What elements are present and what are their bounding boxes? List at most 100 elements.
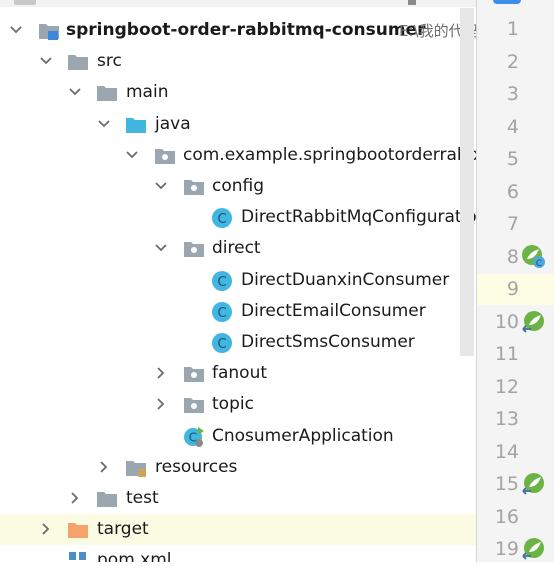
line-number[interactable]: 19: [494, 538, 519, 560]
line-number[interactable]: 16: [494, 506, 519, 528]
chevron-down-icon[interactable]: [8, 22, 24, 38]
tree-row-com-example-springbootorderrabbit[interactable]: com.example.springbootorderrabbit: [0, 140, 476, 171]
tree-item-label: java: [155, 113, 191, 134]
spring-bean-navigate-icon[interactable]: [521, 309, 547, 335]
spring-bean-navigate-icon[interactable]: [521, 471, 547, 497]
svg-text:C: C: [189, 430, 197, 444]
chevron-down-icon[interactable]: [153, 240, 169, 256]
line-number[interactable]: 6: [506, 181, 519, 203]
line-number[interactable]: 5: [506, 148, 519, 170]
spring-bean-config-icon[interactable]: C: [521, 244, 547, 270]
toolbar-action-stub[interactable]: [408, 0, 416, 5]
module-path: E:\我的代码: [399, 22, 476, 40]
tree-row-topic[interactable]: topic: [0, 389, 476, 420]
tree-row-directemailconsumer[interactable]: C DirectEmailConsumer: [0, 296, 476, 327]
chevron-right-icon[interactable]: [67, 490, 83, 506]
package-icon: [183, 238, 205, 260]
package-icon: [183, 394, 205, 416]
source-folder-icon: [125, 114, 147, 136]
tree-item-label: topic: [212, 394, 254, 415]
tree-item-label: resources: [155, 456, 238, 477]
gutter-top-marker: [493, 0, 521, 4]
line-number[interactable]: 8: [506, 246, 519, 268]
svg-text:C: C: [217, 212, 226, 227]
tree-row-java[interactable]: java: [0, 109, 476, 140]
line-number[interactable]: 14: [494, 441, 519, 463]
tree-item-label: test: [126, 488, 159, 508]
tree-item-label: com.example.springbootorderrabbit: [183, 144, 476, 165]
package-icon: [183, 363, 205, 385]
line-number[interactable]: 3: [506, 83, 519, 105]
tree-row-directrabbitmqconfiguration[interactable]: C DirectRabbitMqConfiguration: [0, 202, 476, 233]
tree-toolbar-strip: [0, 0, 476, 7]
chevron-down-icon[interactable]: [67, 84, 83, 100]
tree-item-label: target: [97, 519, 149, 540]
tree-row-src[interactable]: src: [0, 46, 476, 77]
tree-item-label: CnosumerApplication: [212, 425, 394, 446]
tree-row-target[interactable]: target: [0, 514, 476, 546]
tree-row-pom-xml[interactable]: pom.xml: [0, 545, 476, 562]
tree-row-cnosumerapplication[interactable]: C CnosumerApplication: [0, 421, 476, 452]
tree-item-label: DirectSmsConsumer: [241, 332, 415, 352]
class-icon: C: [211, 301, 233, 323]
tree-row-direct[interactable]: direct: [0, 233, 476, 264]
resources-folder-icon: [125, 457, 147, 479]
tree-item-label: DirectEmailConsumer: [241, 300, 426, 321]
folder-icon: [96, 82, 118, 104]
class-icon: C: [211, 270, 233, 292]
line-number[interactable]: 15: [494, 473, 519, 495]
line-number[interactable]: 9: [506, 278, 519, 300]
svg-text:C: C: [217, 275, 226, 290]
chevron-down-icon[interactable]: [153, 178, 169, 194]
class-icon: C: [211, 332, 233, 354]
folder-icon: [67, 51, 89, 73]
svg-text:C: C: [536, 259, 542, 269]
chevron-right-icon[interactable]: [153, 365, 169, 381]
tree-scrollbar[interactable]: [460, 8, 474, 356]
tree-item-label: springboot-order-rabbitmq-consumer: [66, 20, 426, 40]
tree-row-config[interactable]: config: [0, 171, 476, 202]
toolbar-tab-stub[interactable]: [14, 0, 36, 5]
package-icon: [154, 145, 176, 167]
tree-row-directsmsconsumer[interactable]: C DirectSmsConsumer: [0, 327, 476, 358]
line-number[interactable]: 12: [494, 376, 519, 398]
excluded-folder-icon: [67, 519, 89, 541]
line-number[interactable]: 4: [506, 116, 519, 138]
tree-row-main[interactable]: main: [0, 77, 476, 108]
tree-item-label: src: [97, 51, 122, 72]
line-number[interactable]: 2: [506, 51, 519, 73]
line-number[interactable]: 11: [494, 343, 519, 365]
svg-text:C: C: [217, 306, 226, 321]
tree-item-label: DirectDuanxinConsumer: [241, 269, 450, 290]
line-number[interactable]: 10: [494, 311, 519, 333]
chevron-down-icon[interactable]: [38, 53, 54, 69]
current-line-highlight: [477, 274, 554, 305]
tree-item-label: DirectRabbitMqConfiguration: [241, 207, 476, 228]
chevron-right-icon[interactable]: [153, 396, 169, 412]
tree-item-label: pom.xml: [97, 550, 172, 562]
chevron-right-icon[interactable]: [38, 521, 54, 537]
class-icon: C: [211, 207, 233, 229]
svg-text:C: C: [217, 337, 226, 352]
line-number[interactable]: 1: [506, 18, 519, 40]
spring-boot-class-icon: C: [183, 426, 205, 448]
tree-row-fanout[interactable]: fanout: [0, 358, 476, 389]
folder-icon: [96, 488, 118, 510]
tree-item-label: fanout: [212, 363, 268, 384]
spring-bean-navigate-icon[interactable]: [521, 536, 547, 562]
package-icon: [183, 176, 205, 198]
tree-item-label: main: [126, 82, 169, 103]
tree-row-directduanxinconsumer[interactable]: C DirectDuanxinConsumer: [0, 265, 476, 296]
tree-row-test[interactable]: test: [0, 483, 476, 514]
chevron-down-icon[interactable]: [96, 116, 112, 132]
line-number[interactable]: 13: [494, 408, 519, 430]
maven-file-icon: [67, 550, 89, 562]
chevron-right-icon[interactable]: [96, 459, 112, 475]
tree-row-resources[interactable]: resources: [0, 452, 476, 483]
module-folder-icon: [38, 20, 60, 42]
line-number[interactable]: 7: [506, 213, 519, 235]
chevron-down-icon[interactable]: [124, 147, 140, 163]
